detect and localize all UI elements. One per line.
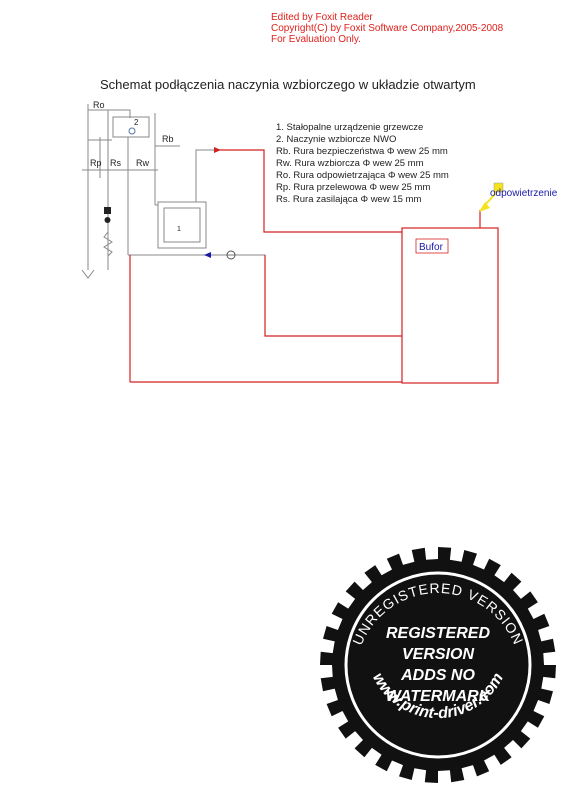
drain-end [81,269,95,279]
gray-pipes [81,104,266,279]
arrow-icon [204,252,211,258]
tank-connector-icon [128,127,136,135]
legend-item: Rs. Rura zasilająca Φ wew 15 mm [276,194,422,205]
stamp-inner-ring [344,571,532,759]
ro-pipe [87,104,131,118]
label-bufor: Bufor [419,242,444,253]
watermark-line: Copyright(C) by Foxit Software Company,2… [271,23,504,34]
supply-pipe [214,149,402,233]
stamp-center-line: ADDS NO [400,667,475,684]
legend-item: 1. Stałopalne urządzenie grzewcze [276,122,424,133]
rb-feed [195,149,214,202]
return-pipe [264,255,402,337]
note-icon [493,182,504,193]
legend: 1. Stałopalne urządzenie grzewcze 2. Nac… [276,122,449,206]
arrow-icon [214,147,221,153]
legend-item: Rb. Rura bezpieczeństwa Φ wew 25 mm [276,146,448,157]
return-gray [128,254,266,260]
diagram-title: Schemat podłączenia naczynia wzbiorczego… [100,77,476,92]
spring-valve [103,231,113,257]
label-rp: Rp [90,158,102,168]
legend-item: Rw. Rura wzbiorcza Φ wew 25 mm [276,158,424,169]
label-boiler: 1 [177,226,181,233]
valve-icon [104,217,111,223]
legend-item: Rp. Rura przelewowa Φ wew 25 mm [276,182,431,193]
expansion-tank [112,116,150,138]
buffer-tank [401,227,499,384]
boiler-inner [163,207,201,243]
label-rw: Rw [136,158,149,168]
legend-item: Ro. Rura odpowietrzająca Φ wew 25 mm [276,170,449,181]
label-odpowietrzenie: odpowietrzenie [490,188,558,199]
stamp-center-line: WATERMARK [386,688,492,705]
label-tank: 2 [134,118,139,127]
label-ro: Ro [93,100,105,110]
label-rb: Rb [162,134,174,144]
valve-icon [104,207,111,214]
foxit-watermark: Edited by Foxit Reader Copyright(C) by F… [271,12,503,45]
note-arrow-icon [479,202,490,212]
watermark-line: Edited by Foxit Reader [271,12,373,23]
watermark-line: For Evaluation Only. [271,34,361,45]
label-rs: Rs [110,158,121,168]
red-pipes [129,149,499,384]
boiler-outer [157,201,207,249]
stamp-center-line: VERSION [402,646,474,663]
gear-body [320,547,556,783]
stamp-center-line: REGISTERED [386,625,490,642]
stamp-graphic: UNREGISTERED VERSION REGISTERED VERSION … [320,547,556,783]
bufor-label-box [415,238,449,254]
unregistered-stamp: UNREGISTERED VERSION REGISTERED VERSION … [318,545,558,785]
legend-item: 2. Naczynie wzbiorcze NWO [276,134,397,145]
gear-icon [320,547,556,783]
